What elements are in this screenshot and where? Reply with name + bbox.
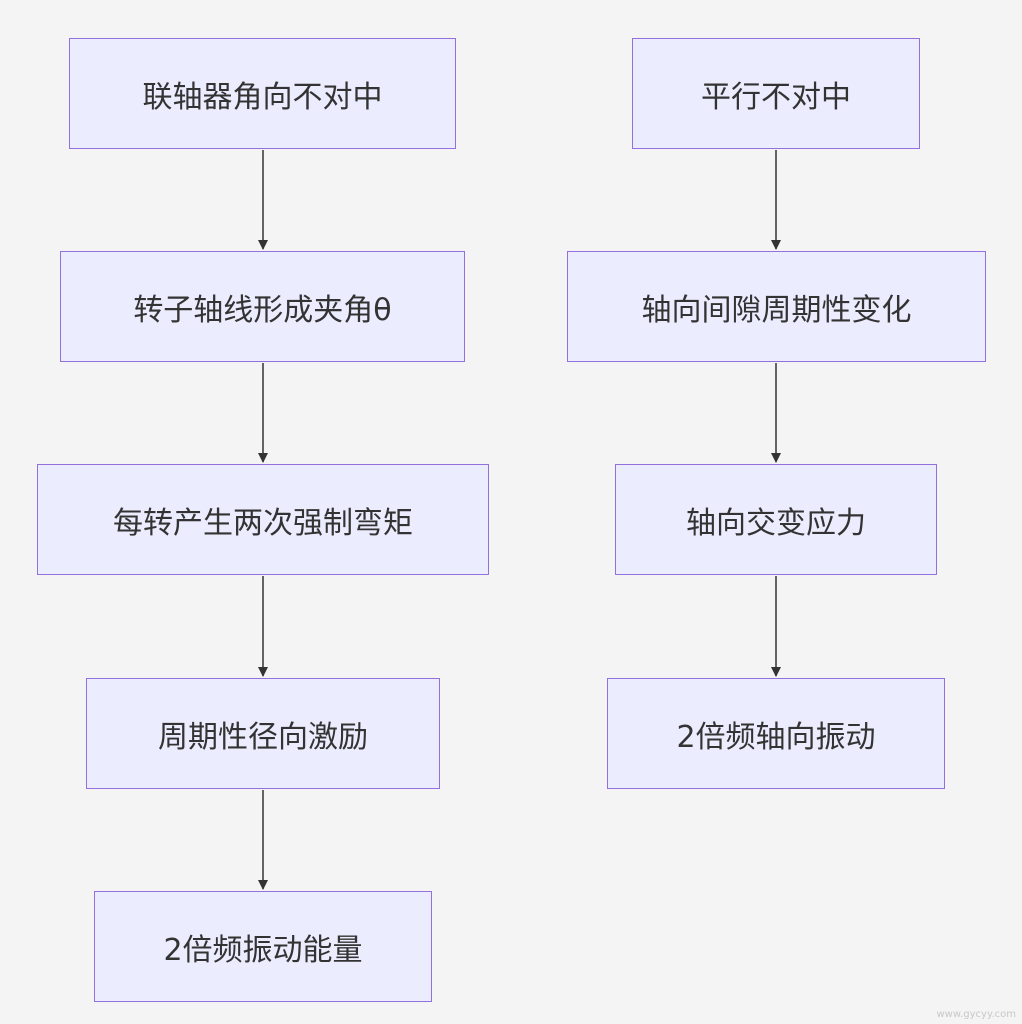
node-2x-axial-vibration: 2倍频轴向振动 (607, 678, 945, 789)
node-rotor-axis-angle: 转子轴线形成夹角θ (60, 251, 465, 362)
node-label: 周期性径向激励 (158, 719, 368, 755)
node-parallel-misalignment: 平行不对中 (632, 38, 920, 149)
watermark: www.gycyy.com (936, 1009, 1016, 1020)
node-label: 联轴器角向不对中 (142, 79, 383, 115)
node-label: 每转产生两次强制弯矩 (113, 505, 413, 541)
node-axial-gap-variation: 轴向间隙周期性变化 (567, 251, 986, 362)
node-label: 2倍频振动能量 (163, 932, 363, 968)
node-label: 平行不对中 (701, 79, 851, 115)
node-radial-excitation: 周期性径向激励 (86, 678, 440, 789)
node-2x-vibration-energy: 2倍频振动能量 (94, 891, 432, 1002)
node-label: 轴向间隙周期性变化 (641, 292, 912, 328)
node-label: 转子轴线形成夹角θ (133, 292, 392, 328)
node-label: 2倍频轴向振动 (676, 719, 876, 755)
node-label: 轴向交变应力 (686, 505, 866, 541)
node-forced-bending-moment: 每转产生两次强制弯矩 (37, 464, 489, 575)
node-angular-misalignment: 联轴器角向不对中 (69, 38, 456, 149)
node-axial-alternating-stress: 轴向交变应力 (615, 464, 937, 575)
